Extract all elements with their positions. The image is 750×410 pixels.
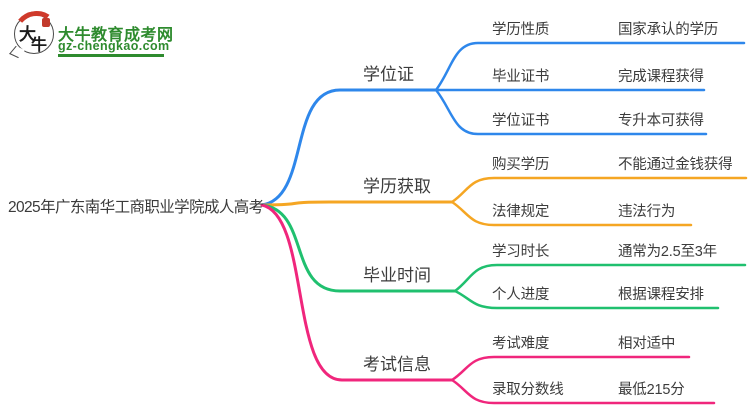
branch-line	[260, 88, 438, 207]
branch-node: 毕业时间	[363, 266, 431, 285]
leaf-value-node: 不能通过金钱获得	[618, 157, 733, 173]
leaf-label-node: 个人进度	[492, 287, 550, 303]
row-line	[450, 378, 716, 405]
branch-line	[260, 203, 457, 293]
leaf-value-node: 专升本可获得	[618, 113, 704, 129]
site-logo: 大 牛 大牛教育成考网 gz-chengkao.com	[9, 7, 184, 61]
row-line	[450, 355, 691, 382]
leaf-label-node: 学习时长	[492, 244, 550, 260]
site-url: gz-chengkao.com	[58, 39, 170, 53]
branch-line	[260, 200, 454, 207]
row-line	[453, 289, 720, 310]
leaf-label-node: 学位证书	[492, 113, 550, 129]
root-node: 2025年广东南华工商职业学院成人高考	[8, 199, 264, 216]
daniu-logo-icon: 大 牛	[9, 7, 61, 59]
leaf-label-node: 学历性质	[492, 22, 550, 38]
row-line	[434, 88, 708, 136]
logo-underline	[58, 54, 164, 57]
leaf-label-node: 考试难度	[492, 336, 550, 352]
row-line	[434, 41, 746, 92]
row-line	[453, 263, 747, 293]
leaf-label-node: 购买学历	[492, 157, 550, 173]
site-name: 大牛教育成考网	[58, 27, 174, 44]
logo-char-top: 大	[19, 25, 36, 44]
logo-char-bottom: 牛	[31, 37, 48, 54]
leaf-label-node: 毕业证书	[492, 69, 550, 85]
branch-node: 学历获取	[363, 177, 431, 196]
leaf-value-node: 最低215分	[618, 382, 685, 398]
logo-red-seal-icon	[42, 18, 50, 27]
branch-node: 考试信息	[363, 355, 431, 374]
leaf-label-node: 法律规定	[492, 204, 550, 220]
branch-node: 学位证	[363, 65, 414, 84]
leaf-value-node: 完成课程获得	[618, 69, 704, 85]
row-line	[450, 200, 693, 227]
leaf-value-node: 违法行为	[618, 204, 676, 220]
leaf-value-node: 通常为2.5至3年	[618, 244, 717, 260]
leaf-value-node: 国家承认的学历	[618, 22, 719, 38]
branch-line	[260, 203, 454, 382]
leaf-value-node: 相对适中	[618, 336, 676, 352]
row-line	[450, 176, 748, 204]
leaf-value-node: 根据课程安排	[618, 287, 704, 303]
leaf-label-node: 录取分数线	[492, 382, 564, 398]
